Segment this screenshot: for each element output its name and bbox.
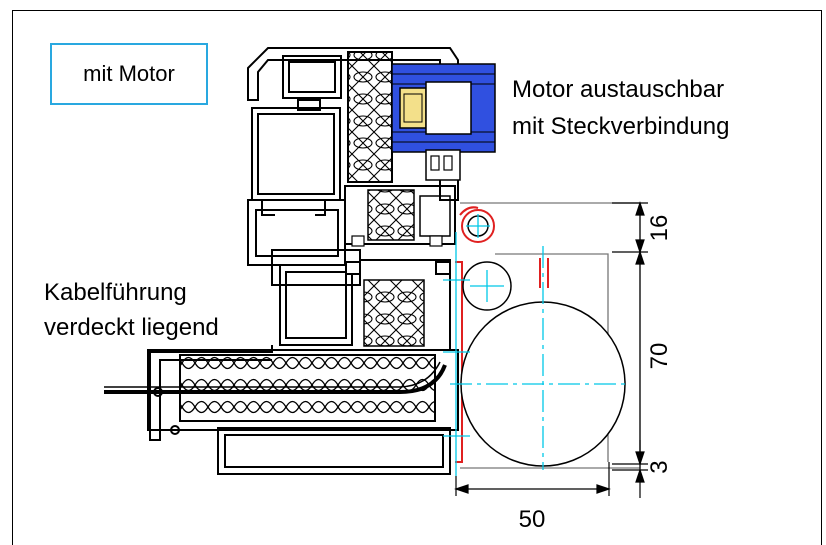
dimension-top: 16 xyxy=(646,215,673,242)
frame-border xyxy=(12,10,822,545)
dimension-width: 50 xyxy=(519,506,546,533)
center-lines xyxy=(443,214,630,476)
lower-frame-profile xyxy=(149,249,451,441)
sill-insulation xyxy=(179,354,436,422)
motor-note-line1: Motor austauschbar xyxy=(512,76,725,103)
thermal-break xyxy=(344,185,456,247)
dimension-lines xyxy=(454,201,648,498)
motor-tag-box: mit Motor xyxy=(50,43,208,105)
motor xyxy=(391,63,496,181)
motor-note-line2: mit Steckverbindung xyxy=(512,113,730,140)
upper-insulation xyxy=(347,51,393,183)
motor-tag-label: mit Motor xyxy=(83,61,175,86)
dimension-middle: 70 xyxy=(646,343,673,370)
upper-frame-profile xyxy=(247,47,459,266)
cable-outer xyxy=(104,361,441,388)
cable-note-line2: verdeckt liegend xyxy=(44,314,219,341)
lower-insulation xyxy=(363,279,425,347)
guide-rail xyxy=(455,206,549,463)
cable-note-line1: Kabelführung xyxy=(44,279,187,306)
dimension-bottom: 3 xyxy=(646,460,673,473)
cable xyxy=(104,364,447,394)
